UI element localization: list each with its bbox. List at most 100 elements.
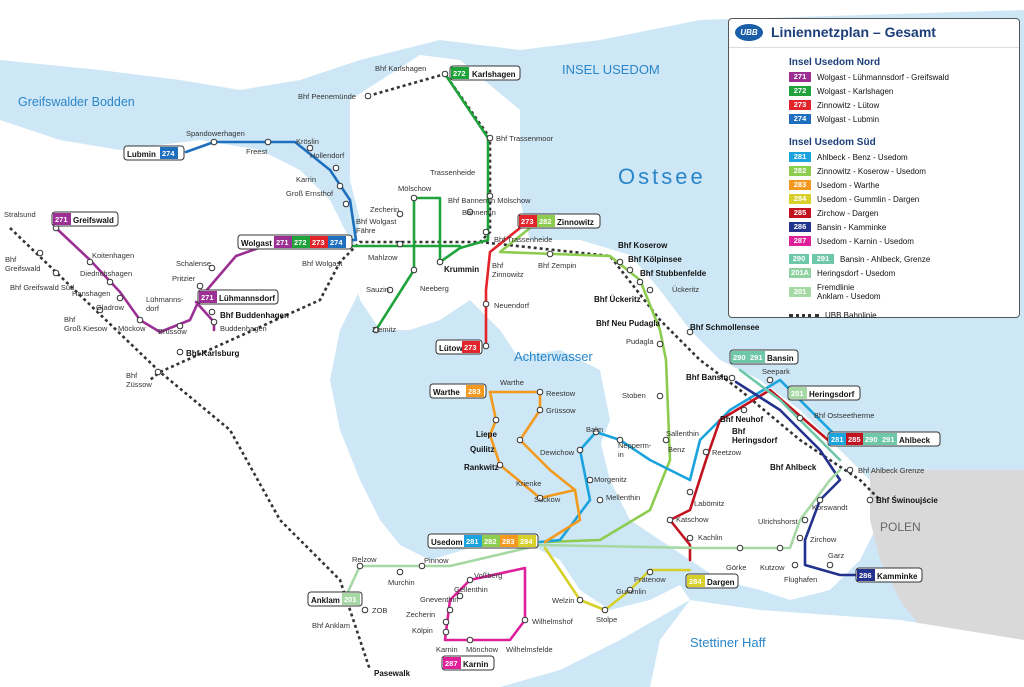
terminal-kamminke[interactable]: 286 Kamminke xyxy=(855,567,923,583)
station-dot[interactable] xyxy=(210,318,218,326)
station-dot[interactable] xyxy=(492,416,500,424)
station-dot[interactable] xyxy=(176,348,184,356)
station-dot[interactable] xyxy=(796,414,804,422)
station-dot[interactable] xyxy=(846,466,854,474)
station-dot[interactable] xyxy=(386,286,394,294)
station-dot[interactable] xyxy=(436,258,444,266)
station-dot[interactable] xyxy=(396,240,404,248)
station-dot[interactable] xyxy=(791,561,799,569)
station-dot[interactable] xyxy=(208,308,216,316)
station-dot[interactable] xyxy=(686,328,694,336)
station-dot[interactable] xyxy=(356,562,364,570)
station-dot[interactable] xyxy=(616,436,624,444)
station-dot[interactable] xyxy=(342,200,350,208)
station-dot[interactable] xyxy=(601,606,609,614)
station-dot[interactable] xyxy=(361,606,369,614)
station-dot[interactable] xyxy=(210,138,218,146)
station-dot[interactable] xyxy=(702,448,710,456)
terminal-wolgast[interactable]: Wolgast 271 272 273 274 xyxy=(237,234,353,250)
station-dot[interactable] xyxy=(736,544,744,552)
station-dot[interactable] xyxy=(176,322,184,330)
station-dot[interactable] xyxy=(536,388,544,396)
terminal-usedom[interactable]: Usedom 281 282 283 284 xyxy=(427,533,539,549)
station-dot[interactable] xyxy=(336,182,344,190)
station-dot[interactable] xyxy=(666,516,674,524)
terminal-lubmin[interactable]: Lubmin 274 xyxy=(123,145,185,161)
station-dot[interactable] xyxy=(662,436,670,444)
station-dot[interactable] xyxy=(482,228,490,236)
station-dot[interactable] xyxy=(86,258,94,266)
station-dot[interactable] xyxy=(306,144,314,152)
station-dot[interactable] xyxy=(576,446,584,454)
station-dot[interactable] xyxy=(646,568,654,576)
terminal-karlshagen[interactable]: 272 Karlshagen xyxy=(449,65,521,81)
terminal-luetow[interactable]: Lütow 273 xyxy=(435,339,483,355)
station-dot[interactable] xyxy=(52,269,60,277)
station-dot[interactable] xyxy=(36,249,44,257)
station-dot[interactable] xyxy=(372,326,380,334)
station-dot[interactable] xyxy=(536,406,544,414)
station-dot[interactable] xyxy=(626,266,634,274)
station-dot[interactable] xyxy=(728,374,736,382)
station-dot[interactable] xyxy=(482,342,490,350)
station-dot[interactable] xyxy=(446,606,454,614)
terminal-ahlbeck[interactable]: 281 285 290 291 Ahlbeck xyxy=(827,431,941,447)
station-dot[interactable] xyxy=(418,562,426,570)
station-dot[interactable] xyxy=(826,561,834,569)
terminal-anklam[interactable]: Anklam 201 xyxy=(307,591,363,607)
station-dot[interactable] xyxy=(486,192,494,200)
terminal-warthe[interactable]: Warthe 283 xyxy=(429,383,487,399)
station-dot[interactable] xyxy=(636,278,644,286)
terminal-zinnowitz[interactable]: 273 282 Zinnowitz xyxy=(517,213,601,229)
station-dot[interactable] xyxy=(656,340,664,348)
station-dot[interactable] xyxy=(154,368,162,376)
station-dot[interactable] xyxy=(106,278,114,286)
station-dot[interactable] xyxy=(396,210,404,218)
terminal-greifswald[interactable]: 271 Greifswald xyxy=(51,211,119,227)
station-dot[interactable] xyxy=(592,428,600,436)
station-dot[interactable] xyxy=(586,476,594,484)
station-dot[interactable] xyxy=(656,392,664,400)
station-dot[interactable] xyxy=(410,266,418,274)
station-dot[interactable] xyxy=(686,534,694,542)
station-dot[interactable] xyxy=(116,294,124,302)
station-dot[interactable] xyxy=(96,306,104,314)
station-dot[interactable] xyxy=(496,461,504,469)
station-dot[interactable] xyxy=(486,134,494,142)
terminal-bansin[interactable]: 290 291 Bansin xyxy=(729,349,799,365)
station-dot[interactable] xyxy=(466,208,474,216)
station-dot[interactable] xyxy=(516,436,524,444)
station-dot[interactable] xyxy=(576,596,584,604)
station-dot[interactable] xyxy=(136,316,144,324)
station-dot[interactable] xyxy=(196,282,204,290)
terminal-luehmannsdorf[interactable]: 271 Lühmannsdorf xyxy=(197,289,279,305)
station-dot[interactable] xyxy=(776,544,784,552)
station-dot[interactable] xyxy=(866,496,874,504)
terminal-karnin[interactable]: 287 Karnin xyxy=(441,655,495,671)
station-dot[interactable] xyxy=(442,618,450,626)
station-dot[interactable] xyxy=(796,534,804,542)
terminal-dargen[interactable]: 284 Dargen xyxy=(685,573,739,589)
station-dot[interactable] xyxy=(616,258,624,266)
station-dot[interactable] xyxy=(686,488,694,496)
station-dot[interactable] xyxy=(410,194,418,202)
station-dot[interactable] xyxy=(521,616,529,624)
station-dot[interactable] xyxy=(442,628,450,636)
station-dot[interactable] xyxy=(441,70,449,78)
station-dot[interactable] xyxy=(536,494,544,502)
station-dot[interactable] xyxy=(456,592,464,600)
station-dot[interactable] xyxy=(816,496,824,504)
station-dot[interactable] xyxy=(482,300,490,308)
station-dot[interactable] xyxy=(646,286,654,294)
station-dot[interactable] xyxy=(466,576,474,584)
station-dot[interactable] xyxy=(740,406,748,414)
terminal-heringsdorf[interactable]: 201 Heringsdorf xyxy=(787,385,861,401)
station-dot[interactable] xyxy=(208,264,216,272)
station-dot[interactable] xyxy=(546,250,554,258)
station-dot[interactable] xyxy=(766,376,774,384)
station-dot[interactable] xyxy=(466,636,474,644)
station-dot[interactable] xyxy=(396,568,404,576)
station-dot[interactable] xyxy=(364,92,372,100)
station-dot[interactable] xyxy=(264,138,272,146)
station-dot[interactable] xyxy=(332,164,340,172)
